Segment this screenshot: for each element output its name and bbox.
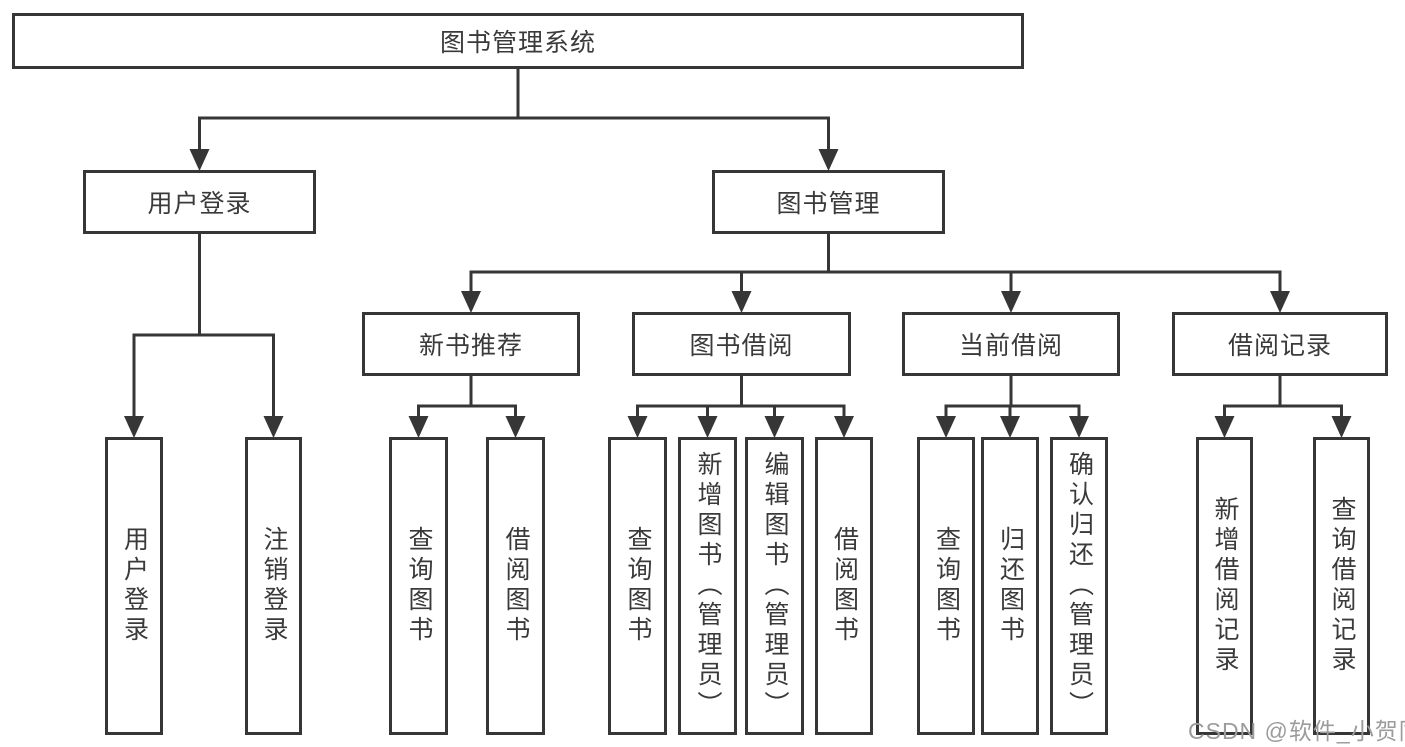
- node-borrowing-records: 借阅记录: [1172, 312, 1388, 376]
- node-borrow-books-recommend: 借阅图书: [486, 437, 545, 735]
- arrowhead: [818, 149, 839, 171]
- csdn-watermark: CSDN @软件_小贺同学: [1188, 718, 1405, 744]
- arrowhead: [189, 149, 210, 171]
- arrowhead: [834, 416, 854, 438]
- arrowhead: [1000, 416, 1020, 438]
- node-logout: 注销登录: [245, 437, 302, 735]
- arrowhead: [1331, 416, 1352, 438]
- arrowhead: [461, 291, 481, 313]
- arrowhead: [764, 416, 785, 438]
- node-query-books-current: 查询图书: [917, 437, 975, 735]
- node-edit-book-admin: 编辑图书（管理员）: [745, 437, 804, 735]
- arrowhead: [263, 416, 284, 438]
- node-query-books-recommend: 查询图书: [389, 437, 448, 735]
- arrowhead: [697, 416, 718, 438]
- node-user-login: 用户登录: [105, 437, 163, 735]
- node-add-book-admin: 新增图书（管理员）: [678, 437, 737, 735]
- node-query-books-borrow: 查询图书: [608, 437, 667, 735]
- node-library-management-system: 图书管理系统: [12, 13, 1024, 69]
- arrowhead: [1069, 416, 1089, 438]
- node-new-book-recommendation: 新书推荐: [362, 312, 580, 376]
- node-user-login-branch: 用户登录: [83, 170, 316, 234]
- arrowhead: [936, 416, 956, 438]
- arrowhead: [731, 291, 752, 313]
- node-book-borrowing: 图书借阅: [632, 312, 851, 376]
- arrowhead: [627, 416, 648, 438]
- node-query-borrow-record: 查询借阅记录: [1313, 437, 1370, 735]
- arrowhead: [124, 416, 144, 438]
- arrowhead: [1001, 291, 1021, 313]
- arrowhead: [1214, 416, 1235, 438]
- arrowhead: [505, 416, 526, 438]
- arrowhead: [1270, 291, 1290, 313]
- node-add-borrow-record: 新增借阅记录: [1196, 437, 1253, 735]
- node-book-management: 图书管理: [712, 170, 945, 234]
- node-current-borrowing: 当前借阅: [902, 312, 1120, 376]
- arrowhead: [408, 416, 429, 438]
- node-borrow-books-borrow: 借阅图书: [815, 437, 873, 735]
- node-return-books: 归还图书: [981, 437, 1039, 735]
- node-confirm-return-admin: 确认归还（管理员）: [1050, 437, 1108, 735]
